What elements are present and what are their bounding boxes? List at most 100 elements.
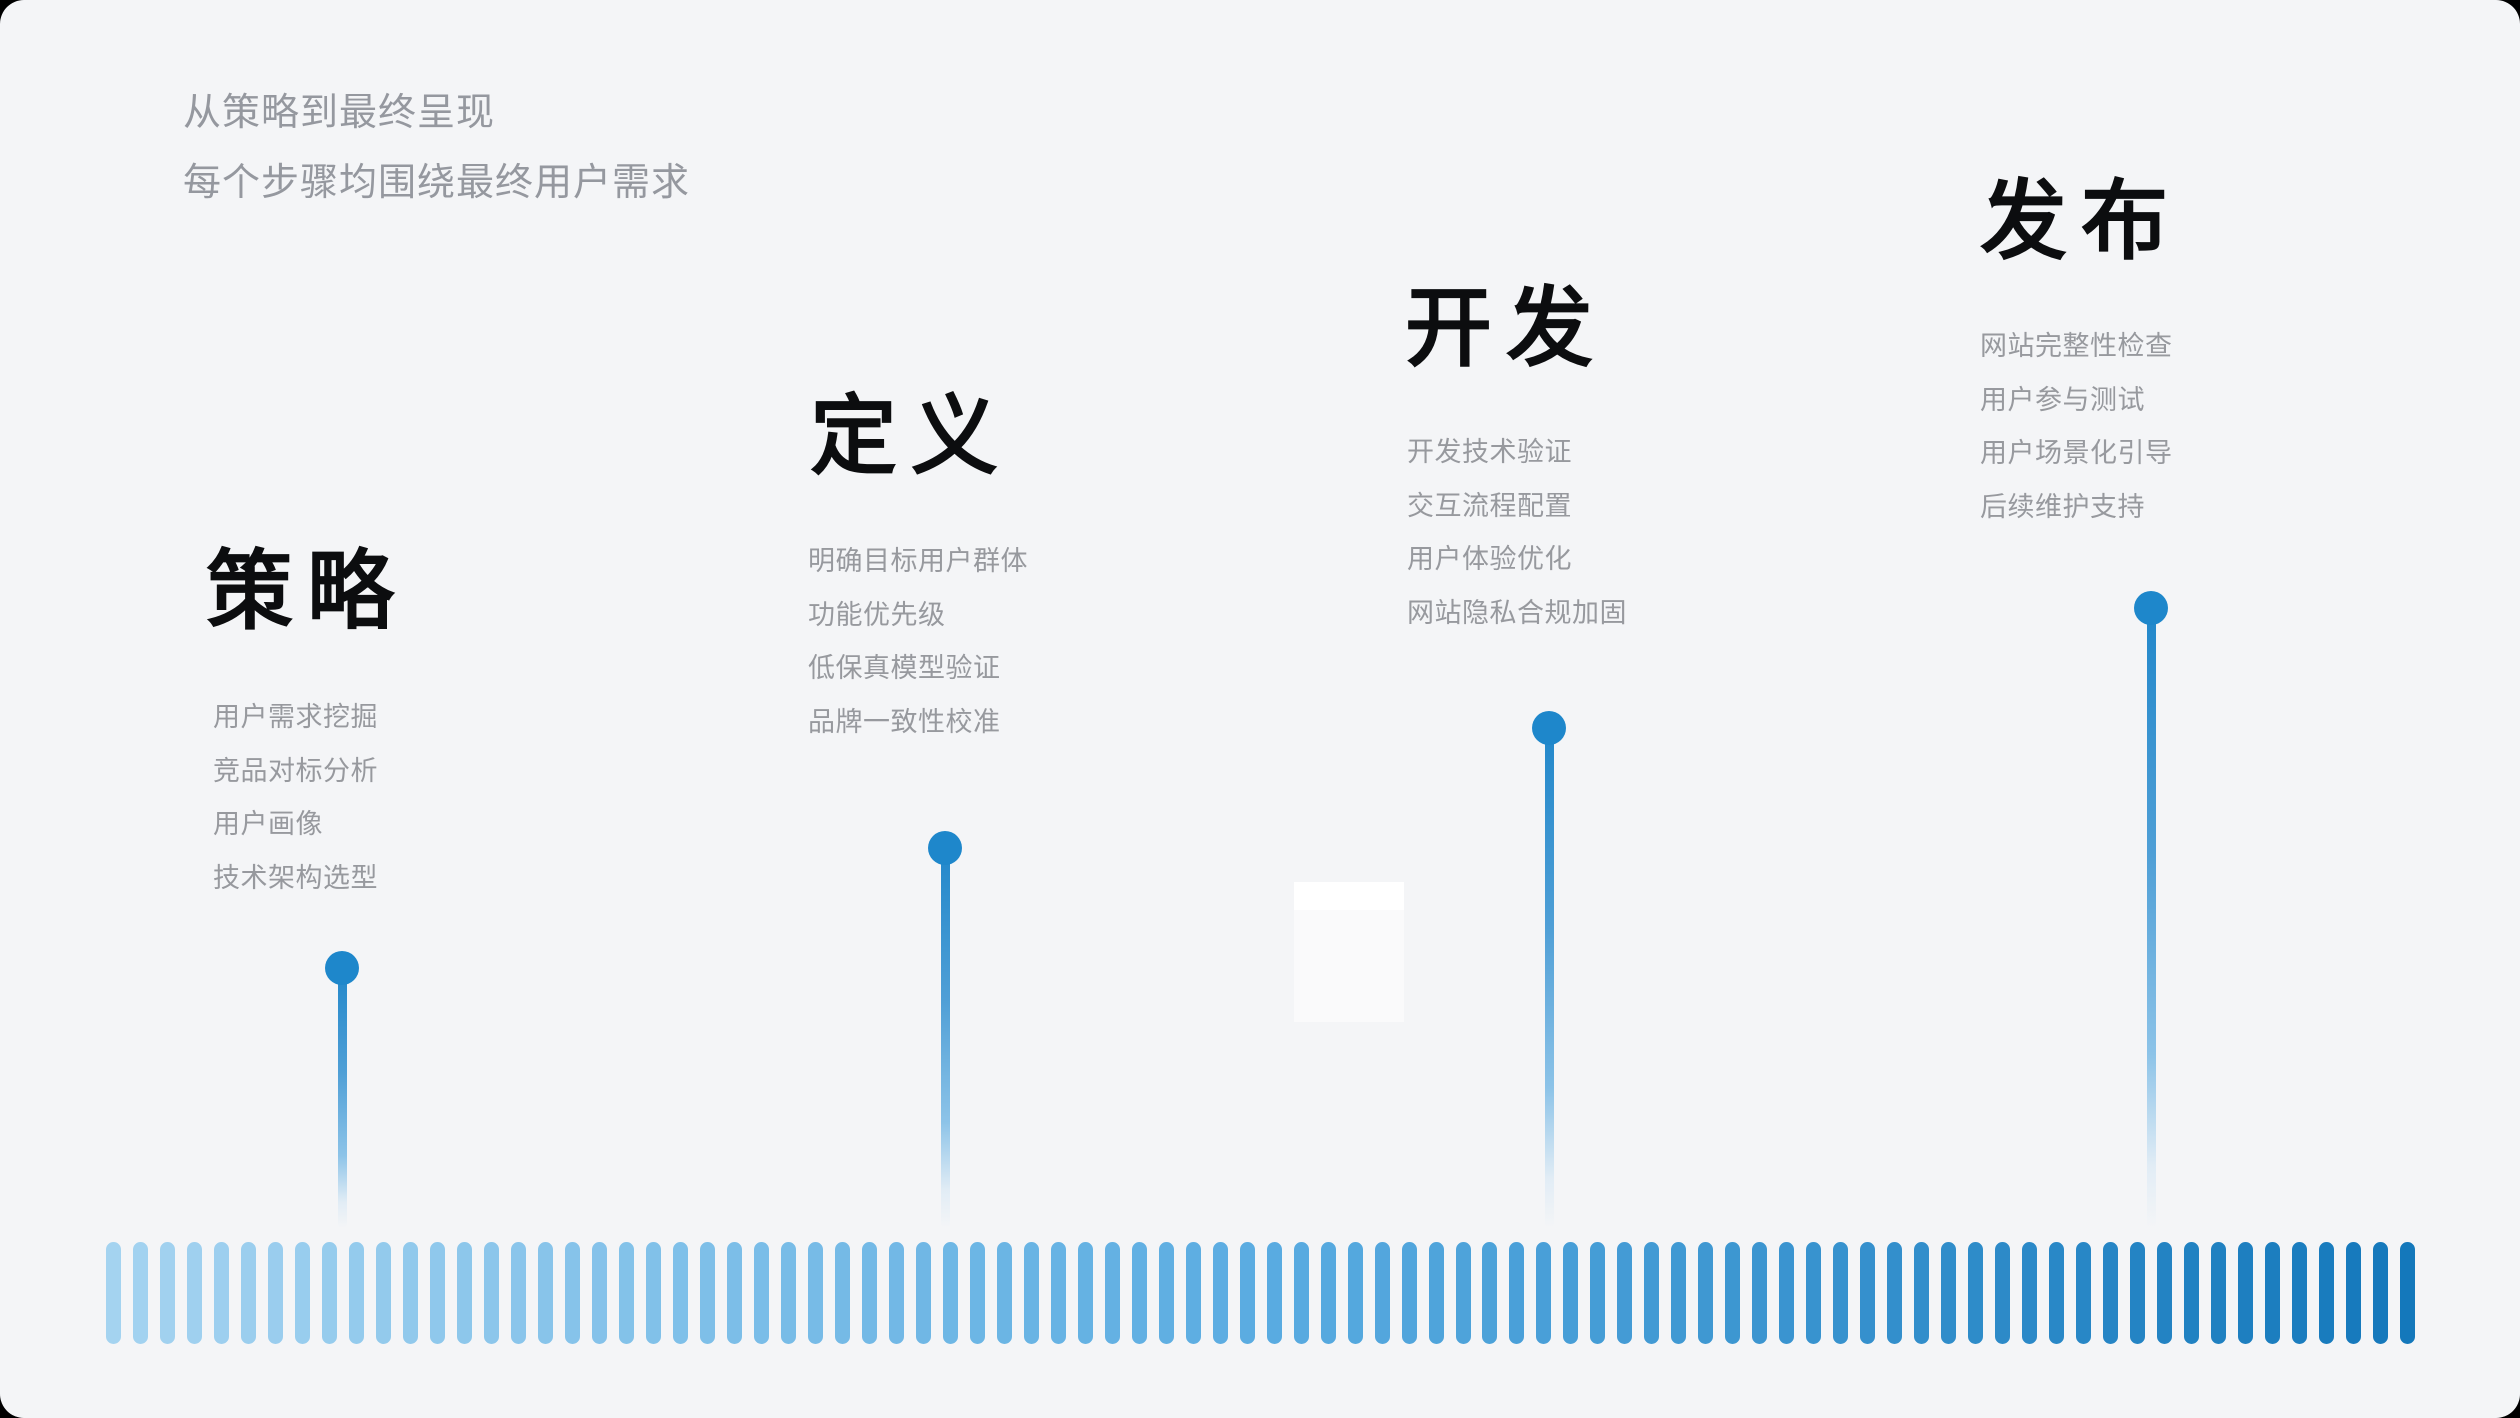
timeline-bar [888,1242,904,1344]
timeline-bar [240,1242,256,1344]
timeline-bar [1077,1242,1093,1344]
timeline-bar [1941,1242,1957,1344]
timeline-bar [1617,1242,1633,1344]
timeline-bar [132,1242,148,1344]
timeline-bar [753,1242,769,1344]
timeline-dot [325,951,359,985]
timeline-bar [294,1242,310,1344]
timeline-bar [2130,1242,2146,1344]
timeline-bar [1536,1242,1552,1344]
timeline-stem [2146,608,2156,1228]
timeline-bar [2076,1242,2092,1344]
timeline-bar [537,1242,553,1344]
timeline-bar [106,1242,121,1344]
timeline-bar [1914,1242,1930,1344]
timeline-bar [942,1242,958,1344]
timeline-bar [2049,1242,2065,1344]
timeline-stem [940,848,950,1228]
stage-item: 功能优先级 [808,599,946,630]
stage-title-strategy: 策略 [206,543,408,640]
timeline-bar [1023,1242,1039,1344]
stage-item: 低保真模型验证 [808,653,1001,683]
timeline-bar [2184,1242,2200,1344]
timeline-bar [375,1242,391,1344]
timeline-bar [1185,1242,1201,1344]
stage-item: 交互流程配置 [1407,490,1572,521]
timeline-bar [456,1242,472,1344]
timeline-bar [1509,1242,1525,1344]
timeline-bar [1401,1242,1417,1344]
timeline-bar [1698,1242,1714,1344]
timeline-bar [915,1242,931,1344]
timeline-bar [267,1242,283,1344]
stage-items-strategy: 用户需求挖掘 竞品对标分析 用户画像 技术架构选型 [213,691,378,905]
stage-item: 用户需求挖掘 [213,702,378,732]
timeline-bar [2319,1242,2335,1344]
stage-item: 网站隐私合规加固 [1407,597,1627,628]
timeline-bar [402,1242,418,1344]
timeline-bar [1671,1242,1687,1344]
timeline-bar [834,1242,850,1344]
timeline-bar [1995,1242,2011,1344]
timeline-bar [510,1242,526,1344]
timeline-bar [1455,1242,1471,1344]
timeline-bar [564,1242,580,1344]
stage-item: 明确目标用户群体 [808,546,1028,576]
timeline-bar [1212,1242,1228,1344]
timeline-dot [1532,711,1566,745]
stage-items-develop: 开发技术验证 交互流程配置 用户体验优化 网站隐私合规加固 [1407,426,1627,640]
timeline-stem [337,968,347,1228]
stage-item: 网站完整性检查 [1980,331,2173,361]
timeline-bar [1563,1242,1579,1344]
timeline-bar [1266,1242,1282,1344]
timeline-bar [321,1242,337,1344]
timeline-bar [672,1242,688,1344]
highlight-artifact-faint [1294,910,1404,1022]
timeline-bar [699,1242,715,1344]
timeline-bar [1320,1242,1336,1344]
timeline-bar [2400,1242,2416,1344]
timeline-bar [1779,1242,1795,1344]
timeline-bar [1104,1242,1120,1344]
timeline-bar [1374,1242,1390,1344]
timeline-bar [2103,1242,2119,1344]
timeline-bar [1050,1242,1066,1344]
timeline-bar [780,1242,796,1344]
timeline-bar [1158,1242,1174,1344]
timeline-bar [807,1242,823,1344]
timeline-stem [1544,728,1554,1228]
subtitle-line-2: 每个步骤均围绕最终用户需求 [183,162,691,204]
timeline-bar [1293,1242,1309,1344]
stage-items-define: 明确目标用户群体 功能优先级 低保真模型验证 品牌一致性校准 [808,535,1028,749]
stage-item: 用户场景化引导 [1980,438,2173,468]
timeline-bar [1428,1242,1444,1344]
timeline-bar [1347,1242,1363,1344]
timeline-bar [861,1242,877,1344]
timeline-bar [996,1242,1012,1344]
stage-title-define: 定义 [810,388,1012,485]
timeline-bar [1239,1242,1255,1344]
timeline-bar [1806,1242,1822,1344]
timeline-bar [2373,1242,2389,1344]
stage-item: 品牌一致性校准 [808,706,1001,737]
subtitle-line-1: 从策略到最终呈现 [183,92,496,134]
timeline-dot [928,831,962,865]
timeline-bar [159,1242,175,1344]
timeline-bar [591,1242,607,1344]
timeline-bar [1482,1242,1498,1344]
timeline-dot [2134,591,2168,625]
timeline-bar [1752,1242,1768,1344]
timeline-bar [1644,1242,1660,1344]
stage-item: 用户体验优化 [1407,544,1572,574]
timeline-bar [1725,1242,1741,1344]
timeline-bar [2211,1242,2227,1344]
stage-title-launch: 发布 [1980,173,2182,270]
timeline-bar [1968,1242,1984,1344]
highlight-artifact [1294,882,1404,910]
timeline-bar [2022,1242,2038,1344]
stage-items-launch: 网站完整性检查 用户参与测试 用户场景化引导 后续维护支持 [1980,320,2173,534]
timeline-bar [726,1242,742,1344]
timeline-bar [645,1242,661,1344]
timeline-bar [213,1242,229,1344]
stage-item: 用户画像 [213,809,323,839]
